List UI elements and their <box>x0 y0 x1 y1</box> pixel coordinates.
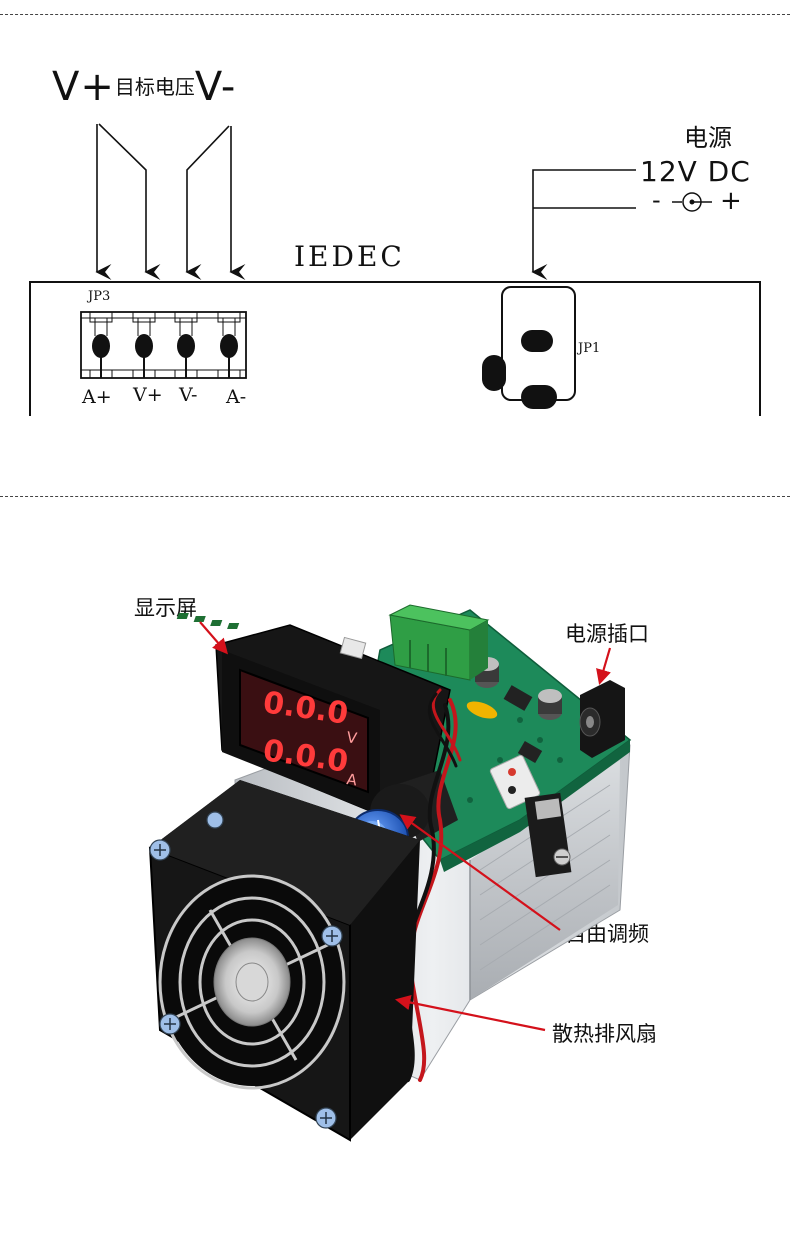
jp1-label: JP1 <box>578 341 601 356</box>
target-voltage-heading: V+目标电压V- <box>52 64 236 114</box>
pin-label-a-minus: A- <box>226 386 247 408</box>
wiring-diagram <box>29 123 761 416</box>
target-voltage-label: 目标电压 <box>114 75 195 99</box>
jp3-pin-2 <box>132 311 156 378</box>
board-name: IEDEC <box>294 240 405 273</box>
polarity-plus: + <box>720 186 742 216</box>
callout-power-jack: 电源插口 <box>565 622 649 646</box>
pin-label-v-plus: V+ <box>133 384 163 406</box>
arrow-display <box>199 621 229 655</box>
v-plus-label: V+ <box>52 64 115 110</box>
capacitor-2 <box>538 689 562 720</box>
v-minus-label: V- <box>194 64 237 110</box>
display-meter: 0.0.0 0.0.0 V A <box>215 624 451 816</box>
jp3-pin-4 <box>217 311 241 378</box>
pin-label-a-plus: A+ <box>82 386 112 408</box>
wire-v-minus-to-v-minus <box>185 125 230 280</box>
jp3-pin-3 <box>174 311 198 378</box>
green-terminal-block <box>176 604 490 681</box>
cooling-fan <box>148 780 420 1142</box>
jp1-dc-jack <box>482 286 576 409</box>
power-spec: 12V DC <box>640 155 751 188</box>
callout-arrows <box>199 621 612 1032</box>
jp3-terminal-block <box>80 311 247 379</box>
power-jack <box>579 680 625 758</box>
arrow-power-jack <box>596 647 612 685</box>
polarity-minus: - <box>652 186 661 214</box>
white-connector <box>489 754 541 810</box>
arrow-knob <box>399 814 561 931</box>
pin-label-v-minus: V- <box>179 384 198 406</box>
dc-jack-symbol <box>672 192 712 212</box>
board-outline <box>29 281 761 416</box>
power-label: 电源 <box>684 124 732 152</box>
yellow-capacitor <box>466 701 498 719</box>
ic-chip-2 <box>517 740 543 764</box>
arrow-fan <box>394 994 546 1032</box>
wire-power <box>531 169 636 280</box>
callout-fan: 散热排风扇 <box>552 1022 657 1046</box>
product-illustration: 0.0.0 0.0.0 V A <box>148 604 632 1142</box>
middle-separator <box>0 496 790 497</box>
mosfet <box>524 792 572 878</box>
display-unit-v: V <box>345 728 358 747</box>
wire-v-plus-to-v-plus <box>98 123 161 280</box>
display-unit-a: A <box>345 770 358 789</box>
jp3-pin-1 <box>89 311 113 378</box>
ic-chip-1 <box>503 685 533 711</box>
jp3-label: JP3 <box>88 289 111 304</box>
top-separator <box>0 14 790 15</box>
